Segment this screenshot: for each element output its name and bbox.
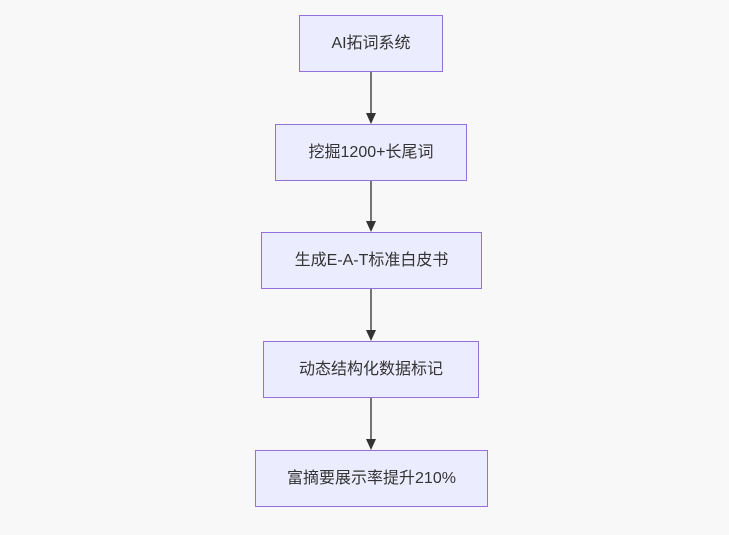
arrow-line [370, 181, 372, 223]
arrow-line [370, 72, 372, 115]
arrow-down-icon [365, 221, 376, 232]
arrow-down-icon [365, 330, 376, 341]
flowchart-edge-c-to-d [364, 289, 378, 341]
node-label: 挖掘1200+长尾词 [308, 143, 434, 161]
arrow-down-icon [365, 113, 376, 124]
node-label: 动态结构化数据标记 [298, 360, 443, 378]
flowchart-node-ai-word-expansion-system: AI拓词系统 [299, 15, 443, 72]
arrow-line [370, 289, 372, 332]
node-label: 富摘要展示率提升210% [287, 469, 456, 487]
arrow-down-icon [365, 439, 376, 450]
flowchart-edge-b-to-c [364, 181, 378, 232]
flowchart-edge-a-to-b [364, 72, 378, 124]
flowchart-node-rich-snippet-rate-increase: 富摘要展示率提升210% [255, 450, 488, 507]
flowchart-node-generate-eat-whitepaper: 生成E-A-T标准白皮书 [261, 232, 482, 289]
flowchart-node-mine-longtail-keywords: 挖掘1200+长尾词 [275, 124, 467, 181]
arrow-line [370, 398, 372, 441]
node-label: 生成E-A-T标准白皮书 [294, 251, 449, 269]
node-label: AI拓词系统 [331, 34, 411, 52]
flowchart-node-dynamic-structured-data-markup: 动态结构化数据标记 [263, 341, 479, 398]
flowchart-edge-d-to-e [364, 398, 378, 450]
